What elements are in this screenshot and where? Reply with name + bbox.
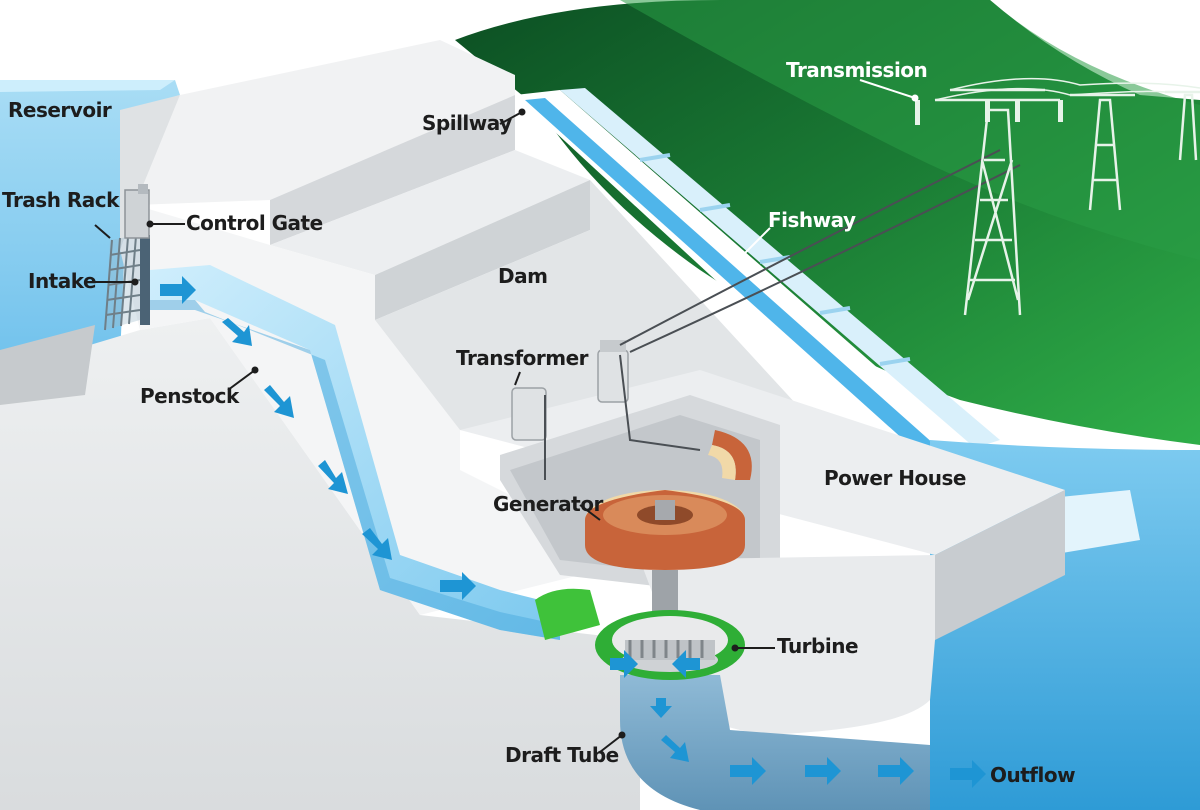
dam-upper-block-front: [270, 95, 515, 245]
label-penstock: Penstock: [140, 384, 239, 408]
leader-dots: [131, 108, 739, 739]
label-draft-tube: Draft Tube: [505, 743, 619, 767]
label-fishway: Fishway: [768, 208, 856, 232]
label-generator: Generator: [493, 492, 603, 516]
dam-middle-step: [270, 150, 590, 275]
penstock-wall: [150, 300, 560, 640]
water-flow-arrows: [160, 276, 986, 788]
power-cables: [544, 149, 1021, 480]
ground-rock-step: [0, 325, 95, 405]
fishway-steps: [639, 153, 911, 366]
leader-lines: [87, 111, 775, 753]
intake-shaft: [140, 235, 150, 325]
hillside-highlight: [620, 0, 1200, 260]
label-reservoir: Reservoir: [8, 98, 112, 122]
label-control-gate: Control Gate: [186, 211, 323, 235]
label-power-house: Power House: [824, 466, 966, 490]
label-transmission: Transmission: [786, 58, 928, 82]
leader-dots-light: [736, 94, 919, 262]
leader-lines-light: [739, 79, 916, 259]
dam-middle-step-front: [375, 180, 590, 320]
penstock: [150, 265, 560, 640]
transmission-towers: [934, 77, 1200, 316]
label-trash-rack: Trash Rack: [2, 188, 119, 212]
spillway-water-stripe: [525, 98, 935, 450]
label-outflow: Outflow: [990, 763, 1076, 787]
label-dam: Dam: [498, 264, 548, 288]
generator: [585, 490, 745, 570]
power-house-front: [935, 490, 1065, 640]
draft-tube: [620, 675, 930, 810]
dam-crest-left: [120, 95, 180, 250]
transmission-insulators: [915, 100, 1063, 125]
reservoir-surface: [0, 80, 175, 92]
label-transformer: Transformer: [456, 346, 589, 370]
control-gate: [124, 184, 150, 239]
ground: [0, 318, 640, 810]
fishway-channel: [560, 88, 1000, 448]
label-intake: Intake: [28, 269, 97, 293]
dam-upper-block: [135, 40, 515, 205]
label-spillway: Spillway: [422, 111, 512, 135]
reservoir-water: [0, 80, 180, 375]
label-turbine: Turbine: [777, 634, 859, 658]
generator-rotor-section: [708, 430, 752, 480]
